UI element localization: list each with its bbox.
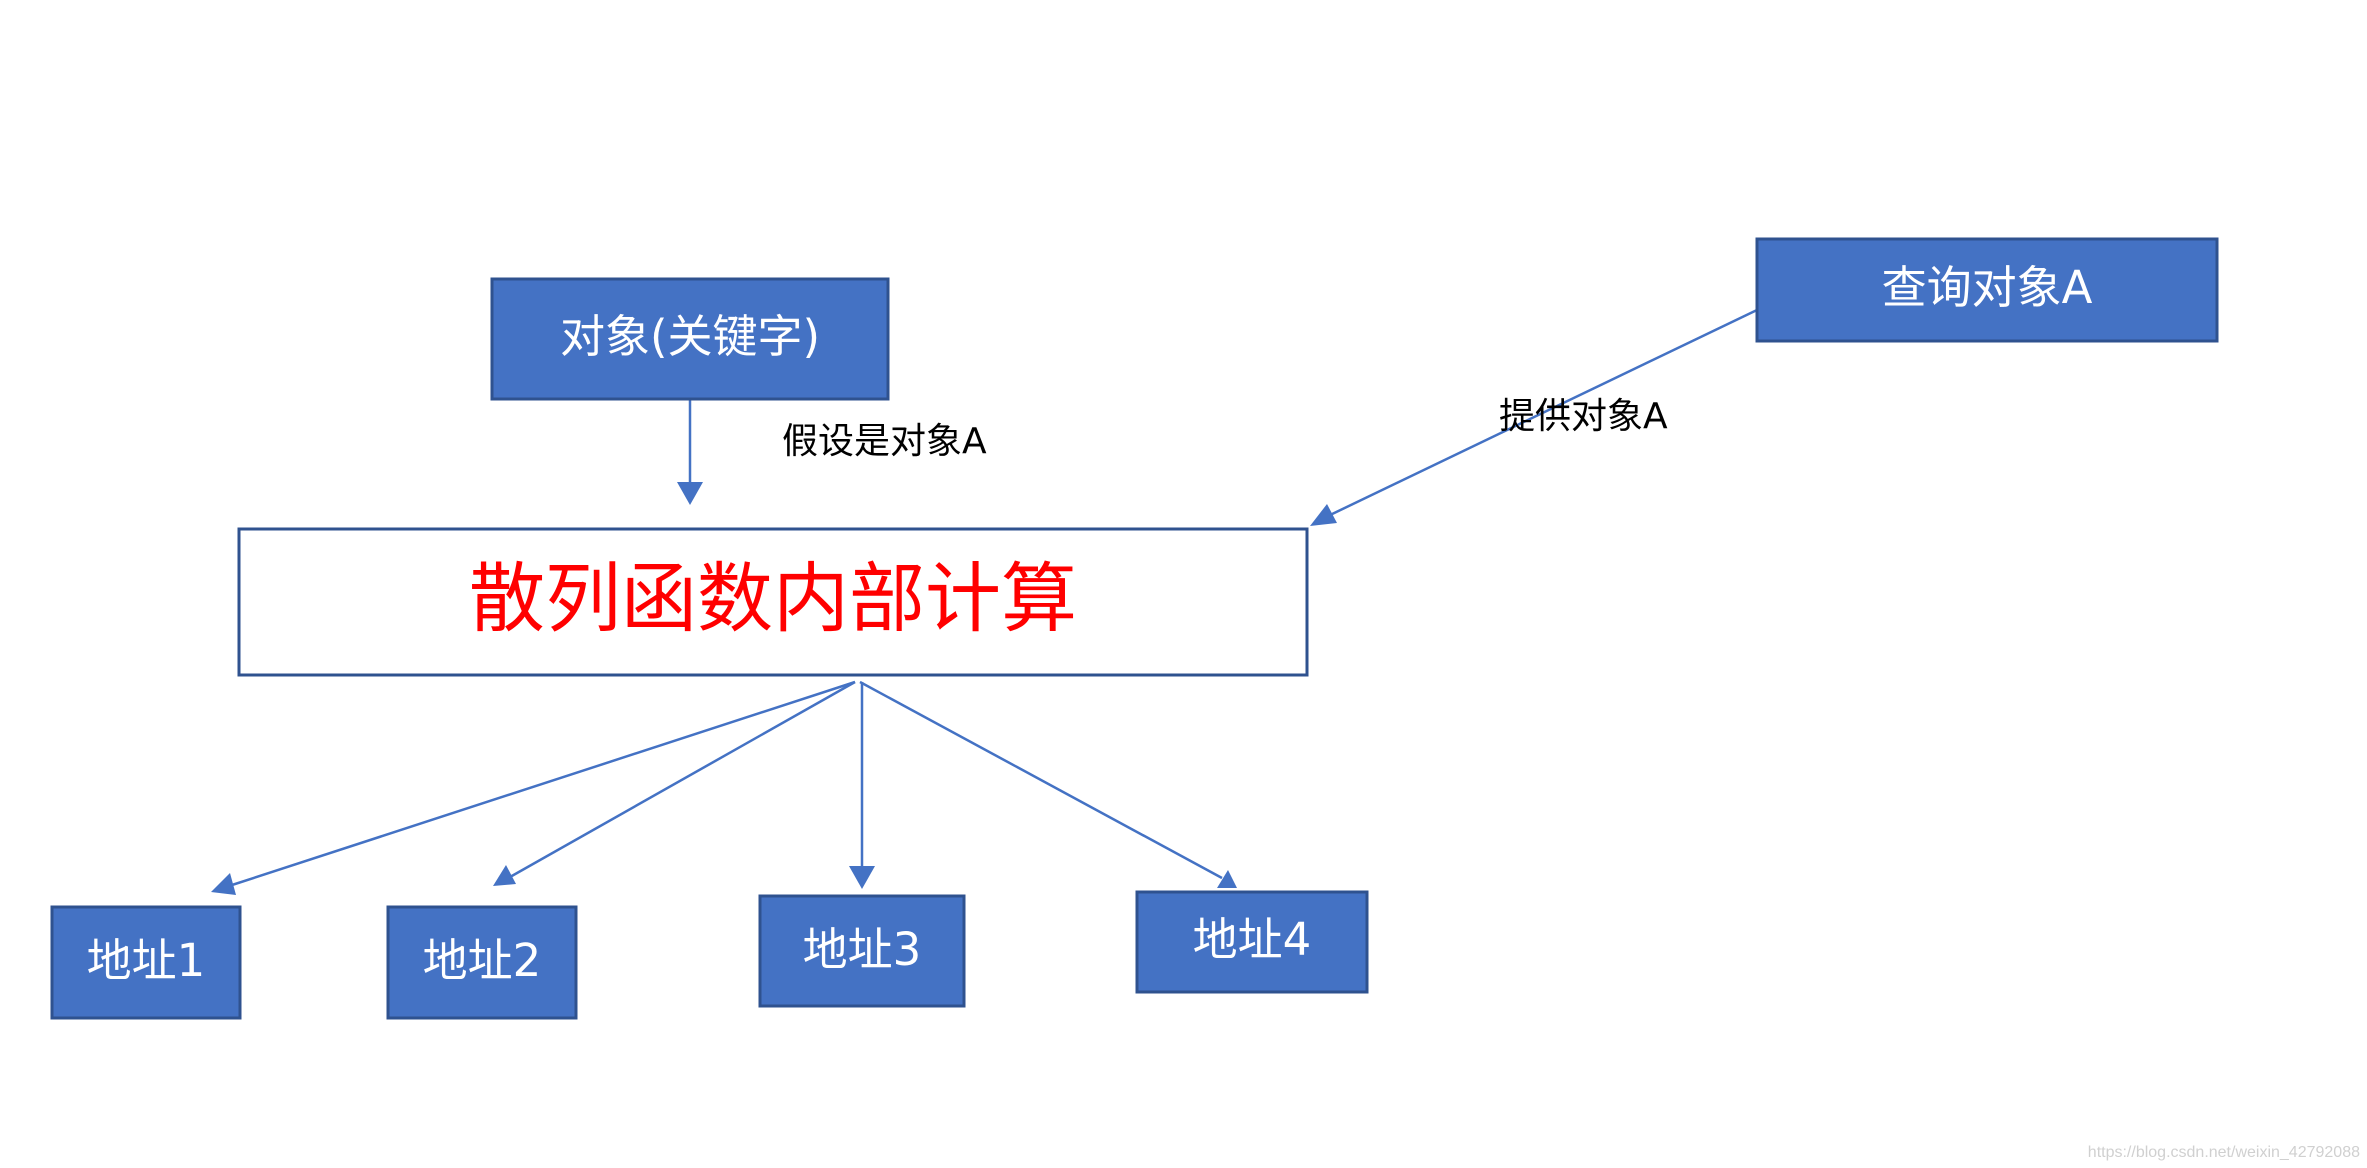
edge-label-provide-object-a: 提供对象A xyxy=(1499,396,1668,437)
edge-label-assume-object-a: 假设是对象A xyxy=(782,421,987,462)
hash-function-node: 散列函数内部计算 xyxy=(237,527,1309,677)
arrowhead-hash-to-address-4 xyxy=(1217,870,1237,888)
edges xyxy=(211,308,1758,895)
address-3-label: 地址3 xyxy=(803,923,922,976)
arrowhead-query-to-hash xyxy=(1310,504,1337,526)
edge-hash-to-address-4 xyxy=(859,680,1223,880)
query-object-node: 查询对象A xyxy=(1755,237,2219,343)
address-node-3: 地址3 xyxy=(758,894,966,1008)
arrowhead-object-to-hash xyxy=(677,482,703,505)
hash-function-label: 散列函数内部计算 xyxy=(469,554,1077,643)
address-node-4: 地址4 xyxy=(1135,890,1369,994)
arrowhead-hash-to-address-2 xyxy=(493,865,516,886)
edge-hash-to-address-2 xyxy=(509,680,856,879)
watermark: https://blog.csdn.net/weixin_42792088 xyxy=(2088,1144,2360,1161)
address-node-2: 地址2 xyxy=(386,905,578,1020)
arrowhead-hash-to-address-1 xyxy=(211,873,236,895)
address-1-label: 地址1 xyxy=(87,934,206,987)
address-node-1: 地址1 xyxy=(50,905,242,1020)
object-key-node: 对象(关键字) xyxy=(490,277,890,401)
object-key-label: 对象(关键字) xyxy=(560,310,820,363)
address-2-label: 地址2 xyxy=(423,934,542,987)
address-4-label: 地址4 xyxy=(1193,913,1312,966)
query-object-label: 查询对象A xyxy=(1882,261,2093,314)
edge-query-to-hash xyxy=(1327,308,1758,518)
edge-hash-to-address-1 xyxy=(231,680,856,887)
arrowhead-hash-to-address-3 xyxy=(849,866,875,889)
